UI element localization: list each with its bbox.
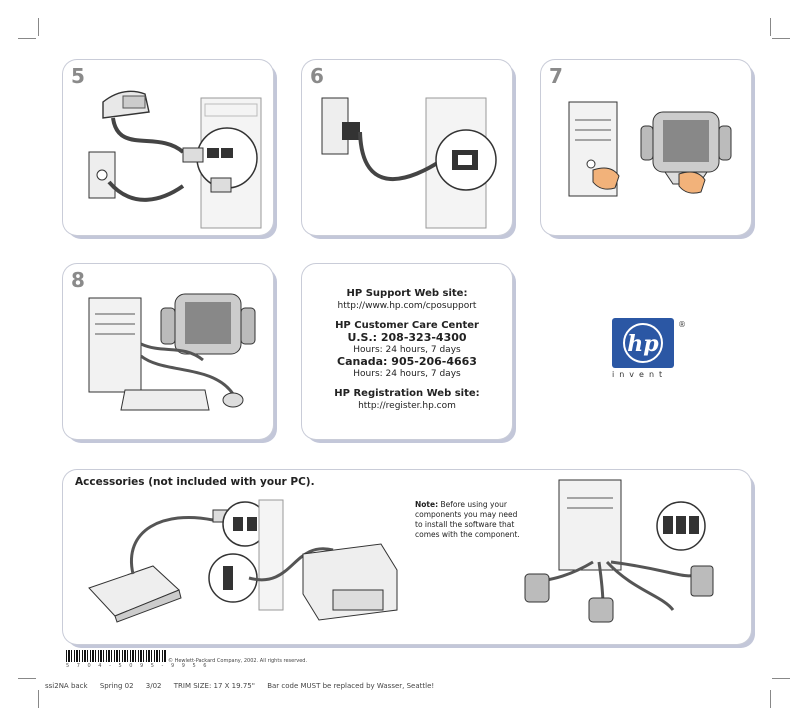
- step-7-panel: 7: [541, 60, 751, 235]
- support-text-block: HP Support Web site: http://www.hp.com/c…: [302, 288, 512, 412]
- crop-mark: [18, 38, 36, 39]
- slug-id: ssi2NA back: [45, 682, 88, 690]
- slug-note: Bar code MUST be replaced by Wasser, Sea…: [267, 682, 435, 690]
- crop-mark: [18, 678, 36, 679]
- hp-logo-icon: hp: [623, 323, 663, 363]
- support-web-url[interactable]: http://www.hp.com/cposupport: [337, 301, 477, 311]
- hp-logo: hp: [612, 318, 674, 368]
- crop-mark: [38, 18, 39, 36]
- slug-season: Spring 02: [99, 682, 134, 690]
- step-8-panel: 8: [63, 264, 273, 439]
- step-5-panel: 5: [63, 60, 273, 235]
- note-text: Before using your components you may nee…: [415, 500, 520, 539]
- hp-tagline: invent: [612, 370, 668, 379]
- modem-connection-illustration: [88, 90, 262, 229]
- power-on-illustration: [568, 101, 732, 197]
- step-number: 8: [71, 268, 85, 292]
- barcode: [66, 650, 166, 662]
- crop-mark: [772, 38, 790, 39]
- step-6-panel: 6: [302, 60, 512, 235]
- barcode-digits: 5 7 0 4 - 5 0 9 5 - 9 9 5 6: [66, 663, 210, 669]
- accessories-title: Accessories (not included with your PC).: [75, 476, 315, 488]
- crop-mark: [770, 690, 771, 708]
- step-number: 5: [71, 64, 85, 88]
- accessories-panel: Accessories (not included with your PC).…: [63, 470, 751, 644]
- registered-mark: ®: [678, 320, 686, 329]
- support-info-panel: HP Support Web site: http://www.hp.com/c…: [302, 264, 512, 439]
- canada-phone-line: Canada: 905-206-4663: [337, 355, 477, 368]
- note-label: Note:: [415, 500, 439, 509]
- customer-care-title: HP Customer Care Center: [335, 320, 479, 331]
- hp-logo-mark: hp: [627, 331, 659, 357]
- complete-setup-illustration: [88, 293, 256, 411]
- step-number: 6: [310, 64, 324, 88]
- crop-mark: [770, 18, 771, 36]
- us-hours: Hours: 24 hours, 7 days: [353, 345, 461, 355]
- crop-mark: [38, 690, 39, 708]
- slug-date: 3/02: [145, 682, 162, 690]
- canada-hours: Hours: 24 hours, 7 days: [353, 369, 461, 379]
- support-web-title: HP Support Web site:: [346, 288, 468, 299]
- copyright: © Hewlett-Packard Company, 2002. All rig…: [168, 658, 308, 664]
- step-number: 7: [549, 64, 563, 88]
- us-phone-line: U.S.: 208-323-4300: [347, 331, 467, 344]
- accessories-note: Note: Before using your components you m…: [415, 500, 525, 540]
- registration-web-title: HP Registration Web site:: [334, 388, 480, 399]
- power-connection-illustration: [321, 97, 497, 229]
- slug-trim: TRIM SIZE: 17 X 19.75": [173, 682, 255, 690]
- crop-mark: [772, 678, 790, 679]
- registration-web-url[interactable]: http://register.hp.com: [358, 401, 456, 411]
- print-slug: ssi2NA back Spring 02 3/02 TRIM SIZE: 17…: [45, 682, 444, 690]
- accessories-illustration: [88, 479, 714, 623]
